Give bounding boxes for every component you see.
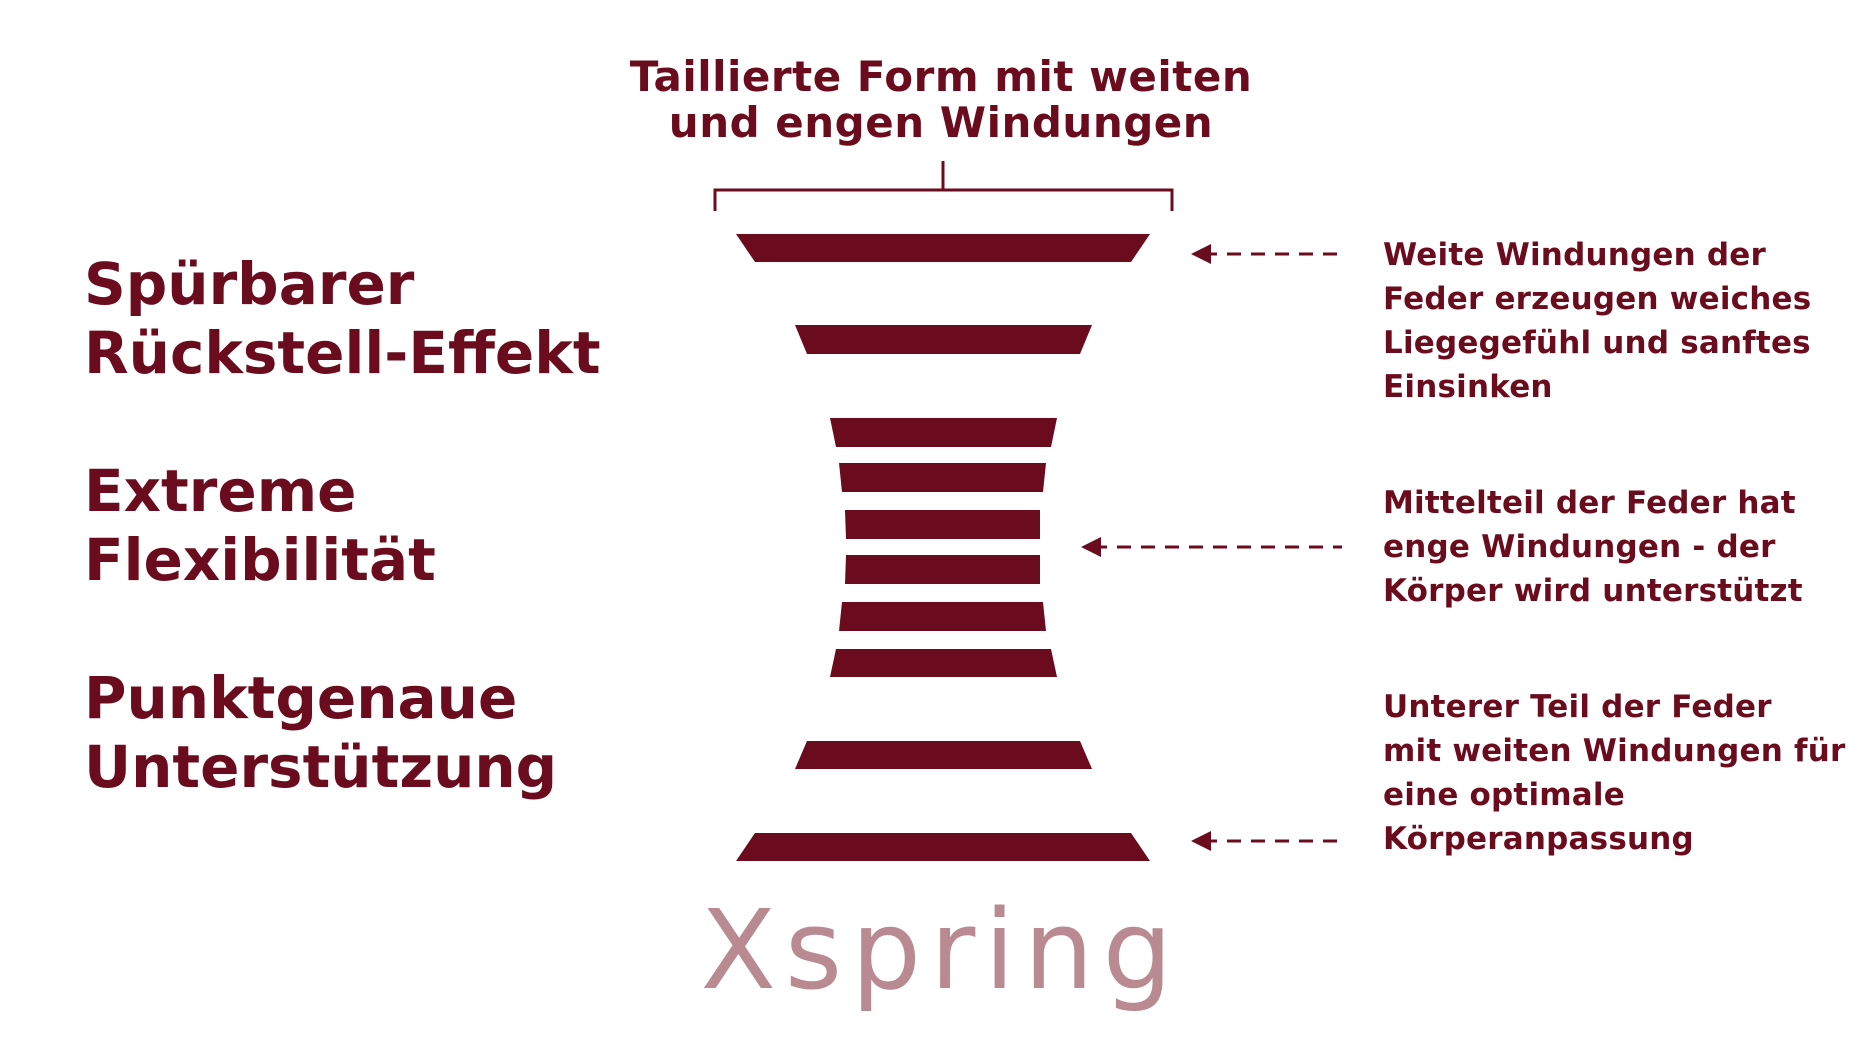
note-bottom-line-3: eine optimale (1383, 777, 1625, 813)
note-middle-line-3: Körper wird unterstützt (1383, 573, 1803, 609)
note-top-coils: Weite Windungen der Feder erzeugen weich… (1383, 233, 1863, 409)
shape-caption-line-1: Taillierte Form mit weiten (629, 52, 1253, 101)
benefit-flexibility-line-1: Extreme (84, 457, 357, 525)
note-bottom-line-4: Körperanpassung (1383, 821, 1694, 857)
note-top-line-3: Liegegefühl und sanftes (1383, 325, 1811, 361)
spring-coil-3 (830, 418, 1057, 447)
benefit-rebound-line-1: Spürbarer (84, 250, 415, 318)
shape-caption-line-2: und engen Windungen (668, 98, 1214, 147)
spring-coil-8 (830, 649, 1057, 677)
brand-logo: Xspring (700, 886, 1182, 1014)
benefit-flexibility-line-2: Flexibilität (84, 526, 436, 594)
note-bottom-line-2: mit weiten Windungen für (1383, 733, 1846, 769)
spring-coil-10 (736, 833, 1150, 861)
note-bottom-line-1: Unterer Teil der Feder (1383, 689, 1772, 725)
benefit-support-line-1: Punktgenaue (84, 664, 518, 732)
caption-bracket (713, 161, 1174, 211)
benefit-flexibility: Extreme Flexibilität (84, 457, 644, 595)
pointer-arrows (1081, 244, 1342, 851)
spring-coil-7 (839, 602, 1046, 631)
benefit-rebound: Spürbarer Rückstell-Effekt (84, 250, 644, 388)
spring-coil-9 (795, 741, 1092, 769)
note-top-line-4: Einsinken (1383, 369, 1553, 405)
spring-coil-6 (845, 555, 1040, 584)
arrow-bottom (1191, 831, 1342, 851)
arrow-middle (1081, 537, 1342, 557)
spring-coil-2 (795, 325, 1092, 354)
shape-caption: Taillierte Form mit weiten und engen Win… (600, 54, 1282, 146)
benefit-support: Punktgenaue Unterstützung (84, 664, 644, 802)
benefit-support-line-2: Unterstützung (84, 733, 558, 801)
spring-coil-1 (736, 234, 1150, 262)
note-bottom-coils: Unterer Teil der Feder mit weiten Windun… (1383, 685, 1863, 861)
note-middle-line-2: enge Windungen - der (1383, 529, 1776, 565)
spring-coil-4 (839, 463, 1046, 492)
note-top-line-1: Weite Windungen der (1383, 237, 1766, 273)
note-middle-line-1: Mittelteil der Feder hat (1383, 485, 1796, 521)
spring-coils (736, 234, 1150, 861)
benefit-list: Spürbarer Rückstell-Effekt Extreme Flexi… (84, 250, 644, 871)
note-top-line-2: Feder erzeugen weiches (1383, 281, 1812, 317)
spring-coil-5 (845, 510, 1040, 539)
note-middle-coils: Mittelteil der Feder hat enge Windungen … (1383, 481, 1863, 613)
benefit-rebound-line-2: Rückstell-Effekt (84, 319, 601, 387)
arrow-top (1191, 244, 1342, 264)
